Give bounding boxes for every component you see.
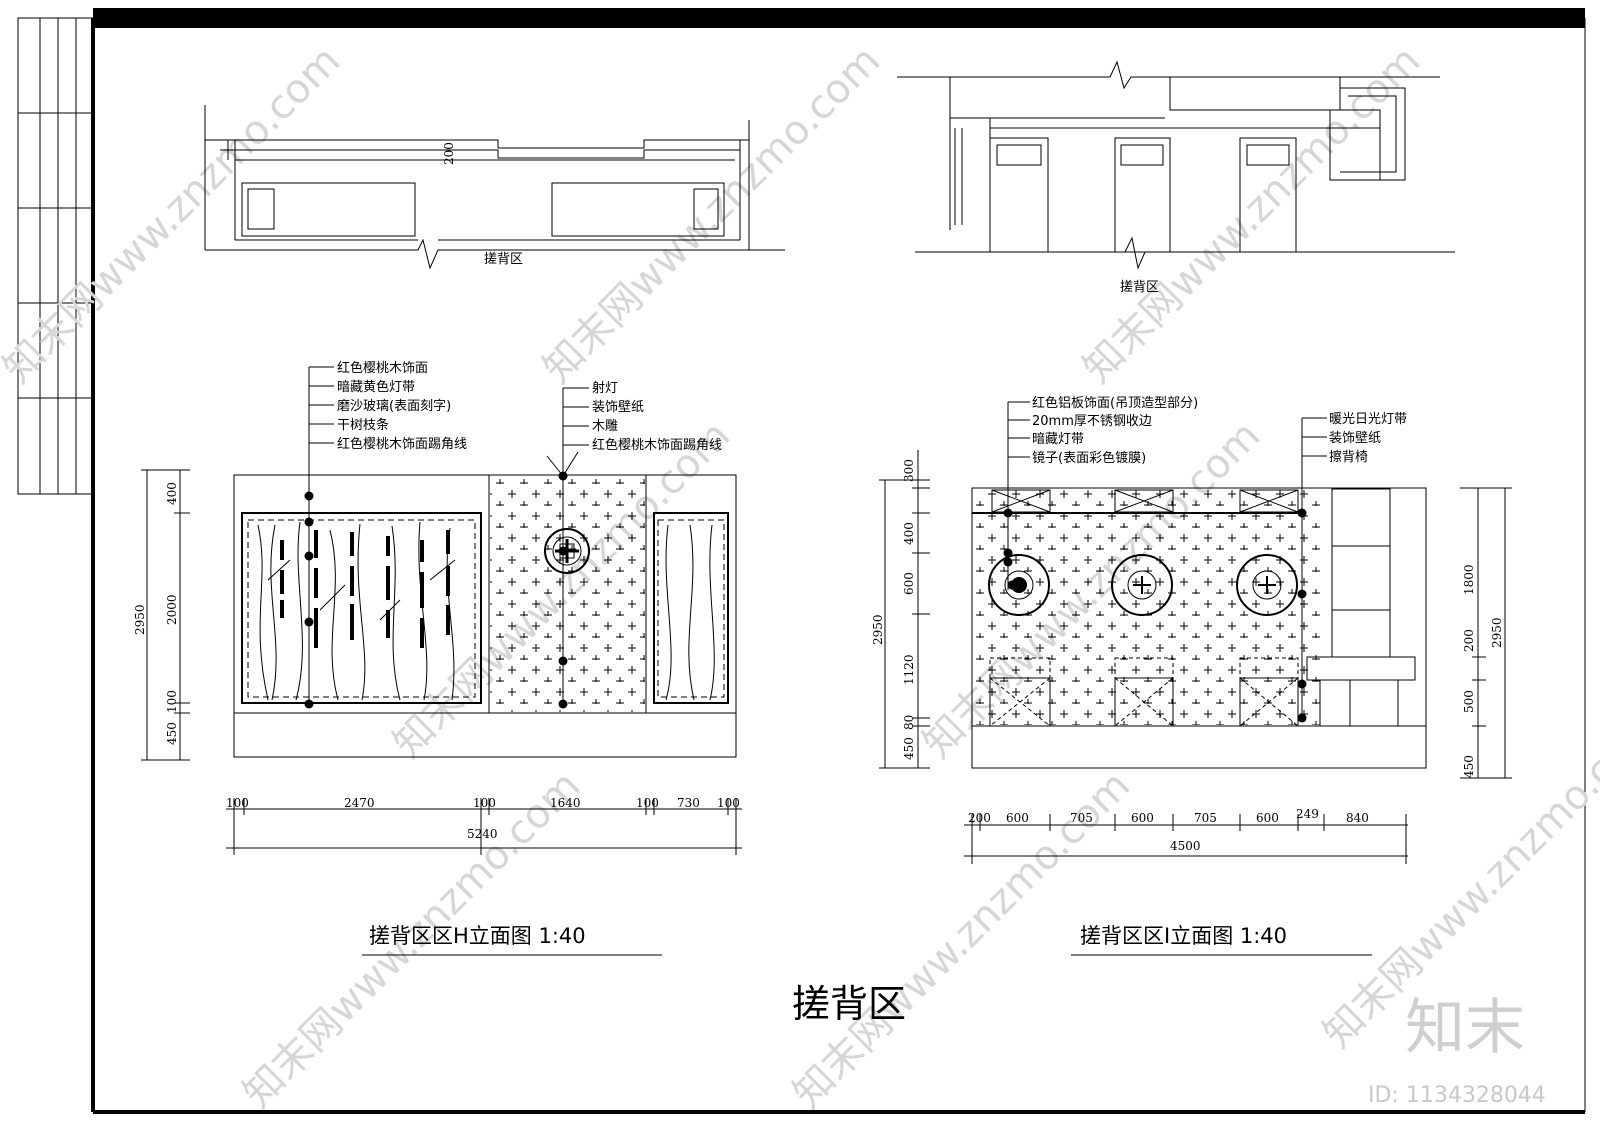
elevation-h: 红色樱桃木饰面 暗藏黄色灯带 磨沙玻璃(表面刻字) 干树枝条 红色樱桃木饰面踢角…	[133, 360, 742, 956]
dim-i-v0: 300	[902, 459, 916, 482]
dim-i-v2: 600	[902, 572, 916, 595]
dims-i-right: 1800 200 500 450 2950	[1460, 487, 1512, 779]
callout-h-r-3: 红色樱桃木饰面踢角线	[592, 437, 722, 453]
callout-i-r-1: 装饰壁纸	[1329, 431, 1381, 446]
watermark-logo: 知末	[1405, 993, 1525, 1063]
callouts-i-left: 红色铝板饰面(吊顶造型部分) 20mm厚不锈钢收边 暗藏灯带 镜子(表面彩色镀膜…	[1008, 395, 1198, 466]
dim-i-v3: 1120	[902, 654, 916, 685]
dim-h-v0: 400	[165, 482, 179, 505]
dim-i-rv3: 450	[1462, 755, 1476, 778]
dim-i-v5: 450	[902, 737, 916, 760]
dim-i-b7: 840	[1346, 811, 1369, 825]
dims-i-bottom: 200 600 705 600 705 600 249 840 4500	[964, 807, 1408, 864]
callouts-h-right: 射灯 装饰壁纸 木雕 红色樱桃木饰面踢角线	[563, 380, 722, 453]
dim-i-total-v: 2950	[871, 614, 885, 645]
leader-dots-left	[304, 491, 314, 709]
callouts-h-left: 红色樱桃木饰面 暗藏黄色灯带 磨沙玻璃(表面刻字) 干树枝条 红色樱桃木饰面踢角…	[309, 360, 467, 452]
plan-right: 搓背区	[897, 60, 1455, 295]
dim-i-rv1: 200	[1462, 629, 1476, 652]
caption-i: 搓背区区I立面图 1:40	[1080, 924, 1287, 948]
callout-h-l-4: 红色樱桃木饰面踢角线	[337, 436, 467, 452]
dim-h-total-v: 2950	[133, 604, 147, 635]
elevation-i: 红色铝板饰面(吊顶造型部分) 20mm厚不锈钢收边 暗藏灯带 镜子(表面彩色镀膜…	[871, 395, 1512, 956]
plan-right-label: 搓背区	[1120, 279, 1159, 295]
sheet-main-title: 搓背区	[792, 982, 906, 1026]
dim-h-b0: 100	[226, 796, 249, 810]
callout-i-r-2: 擦背椅	[1329, 450, 1368, 465]
dims-h-bottom: 100 2470 100 1640 100 730 100 5240	[226, 796, 742, 855]
dim-h-b2: 100	[473, 796, 496, 810]
dim-h-b3: 1640	[550, 796, 581, 810]
dim-h-v2: 100	[165, 690, 179, 713]
dim-i-total: 4500	[1170, 839, 1201, 853]
callout-h-r-2: 木雕	[592, 419, 618, 434]
dim-h-b1: 2470	[344, 796, 375, 810]
dim-i-b1: 600	[1006, 811, 1029, 825]
dim-i-r-total: 2950	[1490, 617, 1504, 648]
dim-h-b6: 100	[717, 796, 740, 810]
plan-left-label: 搓背区	[484, 251, 523, 267]
dims-h-left: 2950 400 2000 100 450	[133, 469, 190, 761]
callout-i-l-1: 20mm厚不锈钢收边	[1032, 414, 1152, 429]
plan-dim-200: 200	[442, 142, 456, 165]
dim-h-b5: 730	[677, 796, 700, 810]
dim-i-v1: 400	[902, 522, 916, 545]
title-block	[17, 17, 94, 495]
callout-h-l-1: 暗藏黄色灯带	[337, 379, 415, 395]
callout-i-l-2: 暗藏灯带	[1032, 432, 1084, 447]
dim-i-b2: 705	[1070, 811, 1093, 825]
scrub-bench	[1306, 488, 1416, 726]
dim-i-b3: 600	[1131, 811, 1154, 825]
dim-i-b5: 600	[1256, 811, 1279, 825]
dim-i-b4: 705	[1194, 811, 1217, 825]
dim-h-b4: 100	[636, 796, 659, 810]
dim-i-v4: 80	[902, 715, 916, 730]
dim-i-rv0: 1800	[1462, 564, 1476, 595]
dim-i-b6: 249	[1296, 807, 1319, 821]
callout-h-r-0: 射灯	[592, 380, 618, 396]
dim-i-b0: 200	[968, 811, 991, 825]
dims-i-left: 2950 300 400 600 1120 80 450	[871, 450, 930, 769]
callout-h-l-0: 红色樱桃木饰面	[337, 360, 428, 376]
plan-left: 200 搓背区	[204, 105, 785, 270]
ceiling-boxes	[991, 489, 1299, 513]
svg-text:知末网www.znzmo.com: 知末网www.znzmo.com	[535, 38, 890, 393]
callout-i-l-3: 镜子(表面彩色镀膜)	[1032, 450, 1146, 466]
callouts-i-right: 暖光日光灯带 装饰壁纸 擦背椅	[1302, 412, 1407, 465]
svg-text:知末网www.znzmo.com: 知末网www.znzmo.com	[1075, 38, 1430, 393]
svg-text:知末网www.znzmo.com: 知末网www.znzmo.com	[0, 38, 349, 393]
callout-h-l-2: 磨沙玻璃(表面刻字)	[337, 399, 451, 414]
sheet-border	[91, 8, 1586, 1114]
dim-h-v3: 450	[165, 722, 179, 745]
callout-i-l-0: 红色铝板饰面(吊顶造型部分)	[1032, 395, 1198, 411]
callout-h-l-3: 干树枝条	[337, 417, 389, 433]
dim-i-rv2: 500	[1462, 690, 1476, 713]
dim-h-total: 5240	[467, 827, 498, 841]
callout-h-r-1: 装饰壁纸	[592, 400, 644, 415]
dim-h-v1: 2000	[165, 594, 179, 625]
watermark-id: ID: 1134328044	[1368, 1083, 1546, 1108]
stools	[989, 657, 1299, 727]
mirrors	[988, 554, 1298, 616]
callout-i-r-0: 暖光日光灯带	[1329, 412, 1407, 427]
caption-h: 搓背区区H立面图 1:40	[369, 924, 586, 948]
